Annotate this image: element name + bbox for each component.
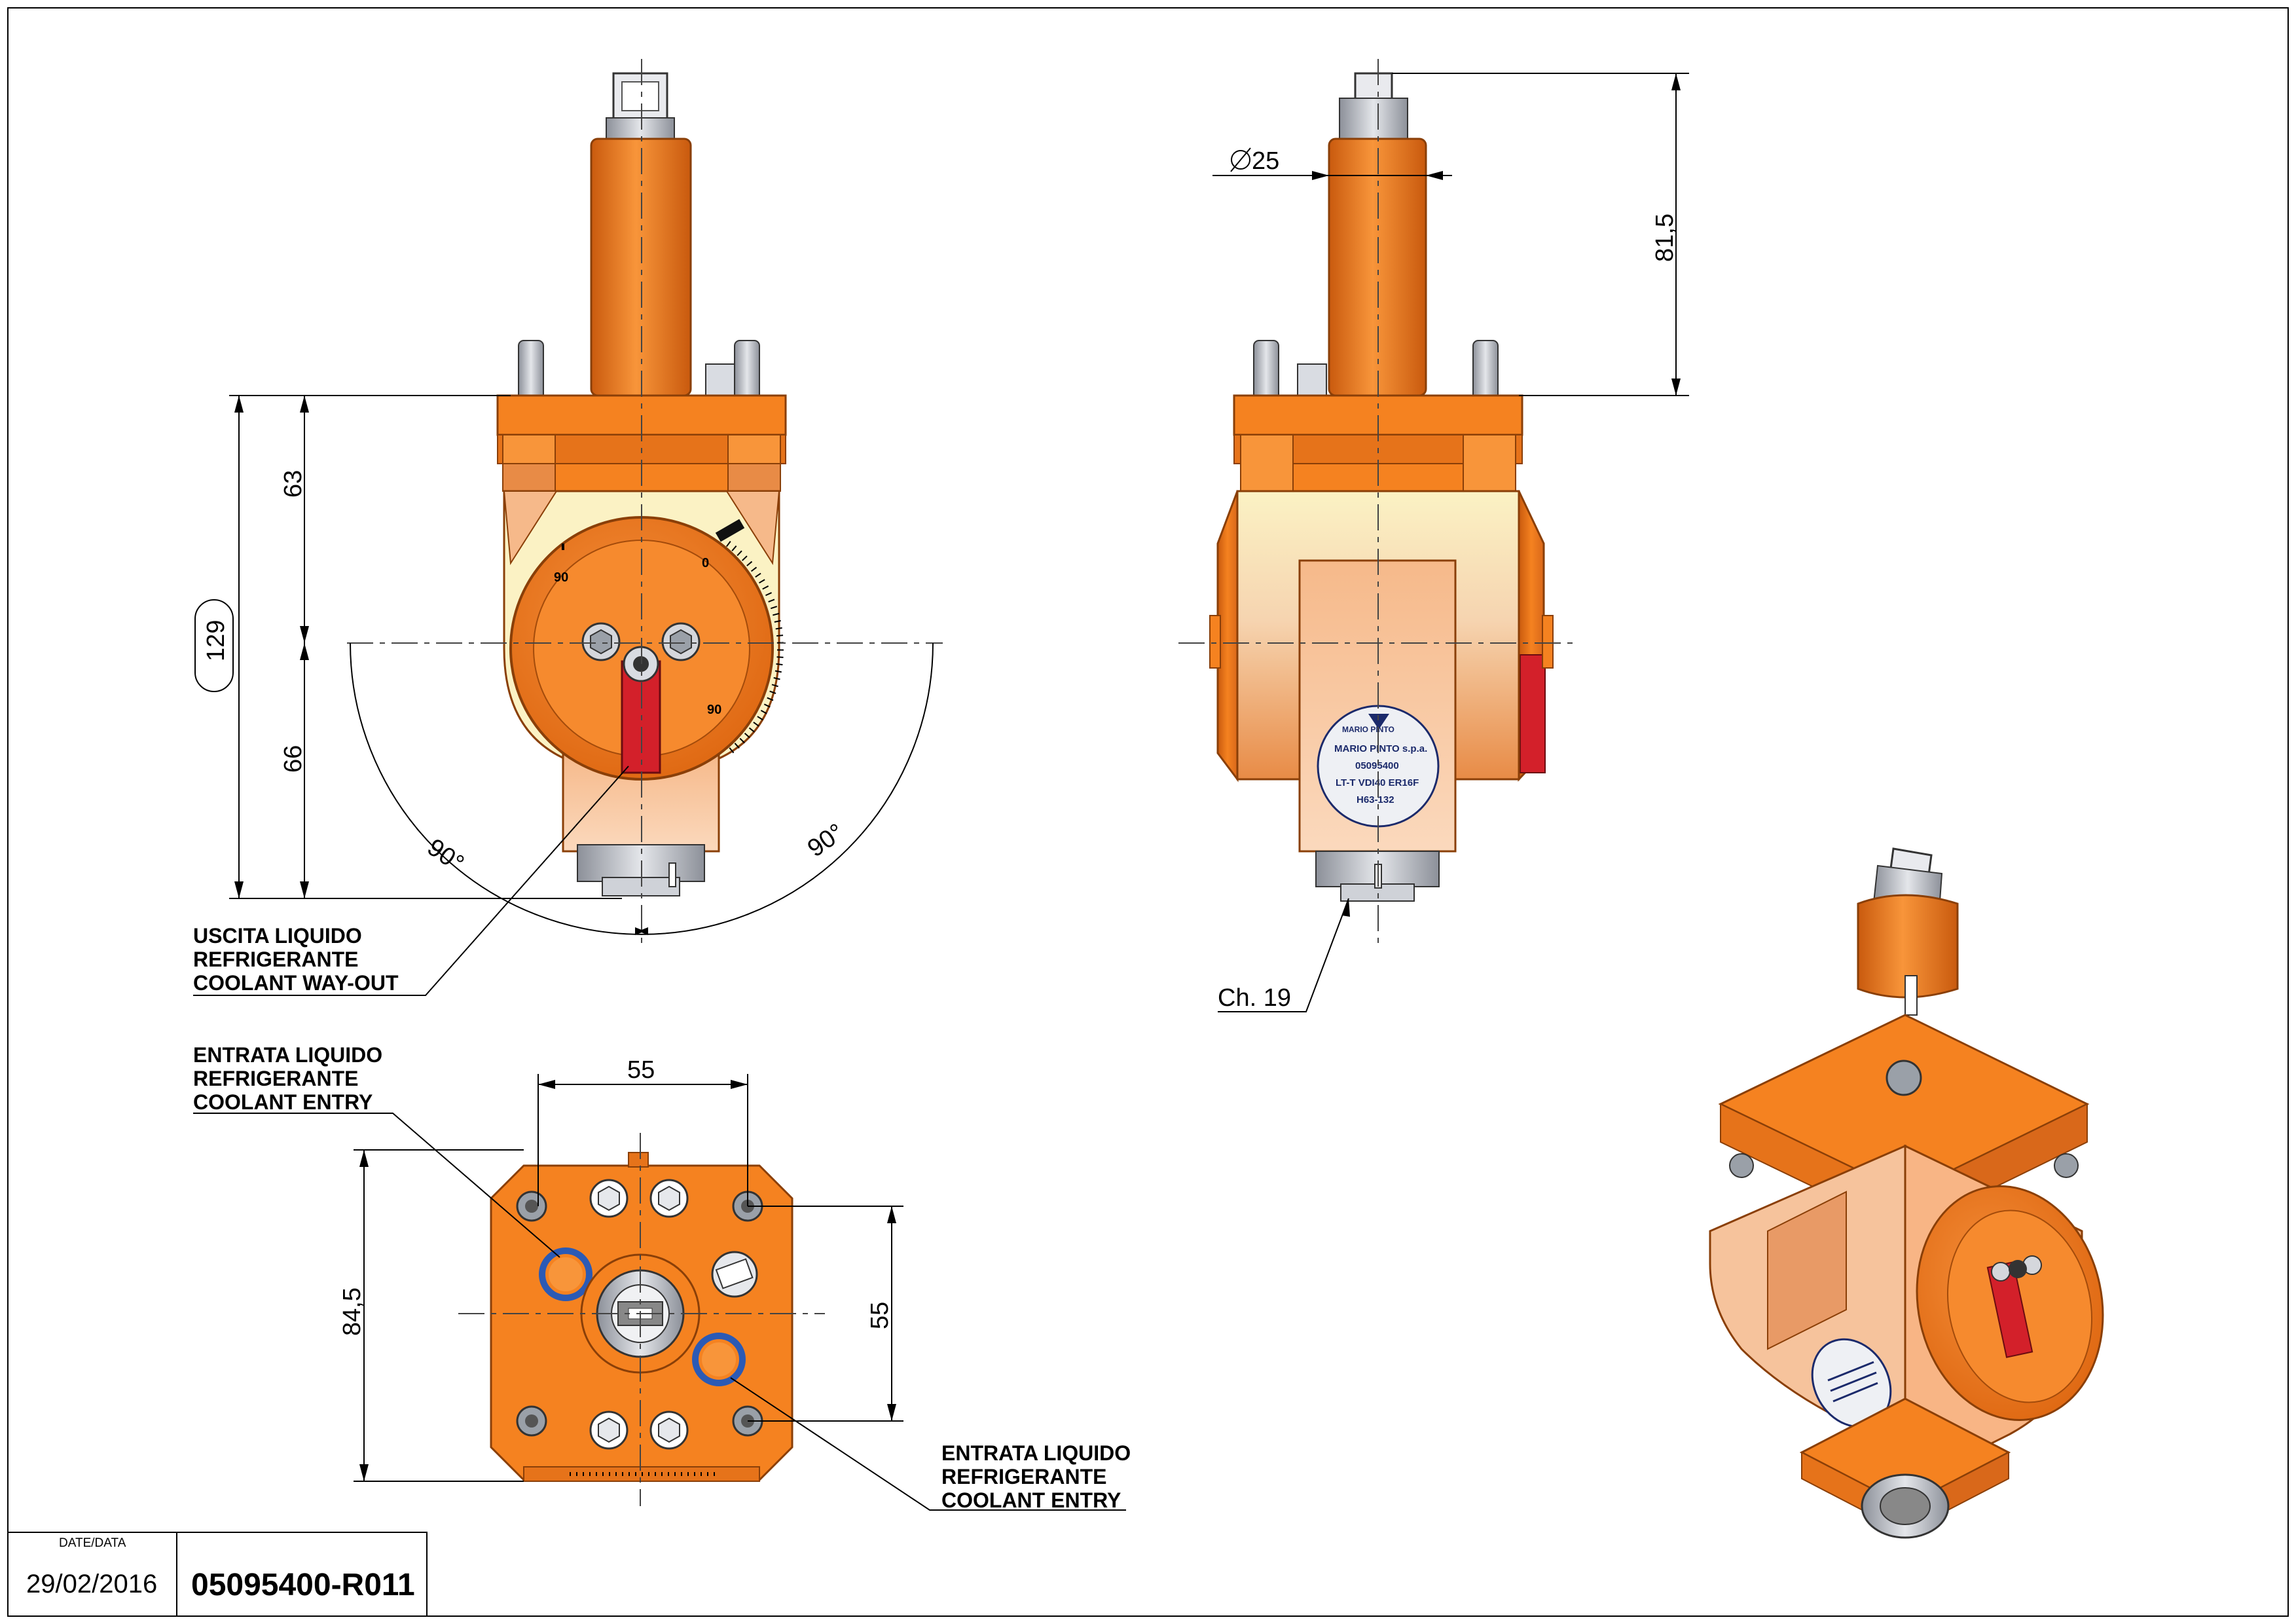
- bottom-view: 55 55 84,5 ENTRATA LIQUIDO REFRIGERANTE …: [193, 1043, 1131, 1512]
- dim-phi-25: 25: [1252, 147, 1279, 175]
- dial-mark-90-bottom: 90: [707, 703, 721, 717]
- angle-arc: [350, 642, 934, 935]
- note-coolant-entry-bottom-2: REFRIGERANTE: [941, 1465, 1106, 1488]
- dim-81-5: 81,5: [1651, 213, 1679, 262]
- date-value: 29/02/2016: [26, 1570, 157, 1598]
- note-coolant-entry-bottom-3: COOLANT ENTRY: [941, 1488, 1121, 1512]
- dial-mark-0: 0: [702, 556, 709, 570]
- sheet-border: [7, 7, 2289, 1617]
- dim-84-5: 84,5: [338, 1287, 366, 1336]
- dim-55-side: 55: [866, 1302, 894, 1329]
- nameplate-line-4: H63-132: [1357, 794, 1394, 805]
- angle-label-left: 90°: [422, 834, 469, 877]
- date-label: DATE/DATA: [59, 1536, 126, 1550]
- note-coolant-out-3: COOLANT WAY-OUT: [193, 971, 399, 995]
- title-block: DATE/DATA 29/02/2016 05095400-R011: [7, 1532, 428, 1617]
- nameplate-brand: MARIO PINTO: [1342, 725, 1394, 734]
- dim-63: 63: [280, 470, 307, 498]
- dim-129: 129: [202, 620, 230, 661]
- iso-shaft: [1857, 894, 1959, 999]
- note-coolant-out-1: USCITA LIQUIDO: [193, 924, 362, 948]
- side-shaft: [1328, 138, 1427, 397]
- nameplate-line-3: LT-T VDI40 ER16F: [1336, 777, 1419, 788]
- isometric-view: [1709, 847, 2104, 1539]
- note-coolant-entry-top-3: COOLANT ENTRY: [193, 1090, 373, 1114]
- dim-ch-19: Ch. 19: [1218, 984, 1291, 1012]
- note-coolant-out-2: REFRIGERANTE: [193, 948, 358, 971]
- drawing-number: 05095400-R011: [191, 1568, 415, 1602]
- angle-label-right: 90°: [803, 819, 849, 862]
- side-view: MARIO PINTO MARIO PINTO s.p.a. 05095400 …: [1178, 59, 1689, 1012]
- diameter-symbol: [1231, 150, 1250, 170]
- nameplate-line-1: MARIO PINTO s.p.a.: [1334, 743, 1427, 754]
- nameplate-line-2: 05095400: [1355, 760, 1399, 771]
- note-coolant-entry-bottom-1: ENTRATA LIQUIDO: [941, 1441, 1131, 1465]
- dim-129-box: [194, 599, 234, 692]
- coolant-entry-oring-top: [539, 1247, 592, 1301]
- dial-mark-90-top: 90: [554, 570, 568, 585]
- dim-66: 66: [280, 745, 307, 773]
- coolant-entry-oring-bottom: [692, 1333, 746, 1386]
- front-view: 0 90 90 90° 90° 63 66 129: [193, 59, 943, 996]
- note-coolant-entry-top-2: REFRIGERANTE: [193, 1067, 358, 1090]
- note-coolant-entry-top-1: ENTRATA LIQUIDO: [193, 1043, 382, 1067]
- dim-55-top: 55: [627, 1056, 655, 1084]
- orange-shaft: [590, 138, 692, 397]
